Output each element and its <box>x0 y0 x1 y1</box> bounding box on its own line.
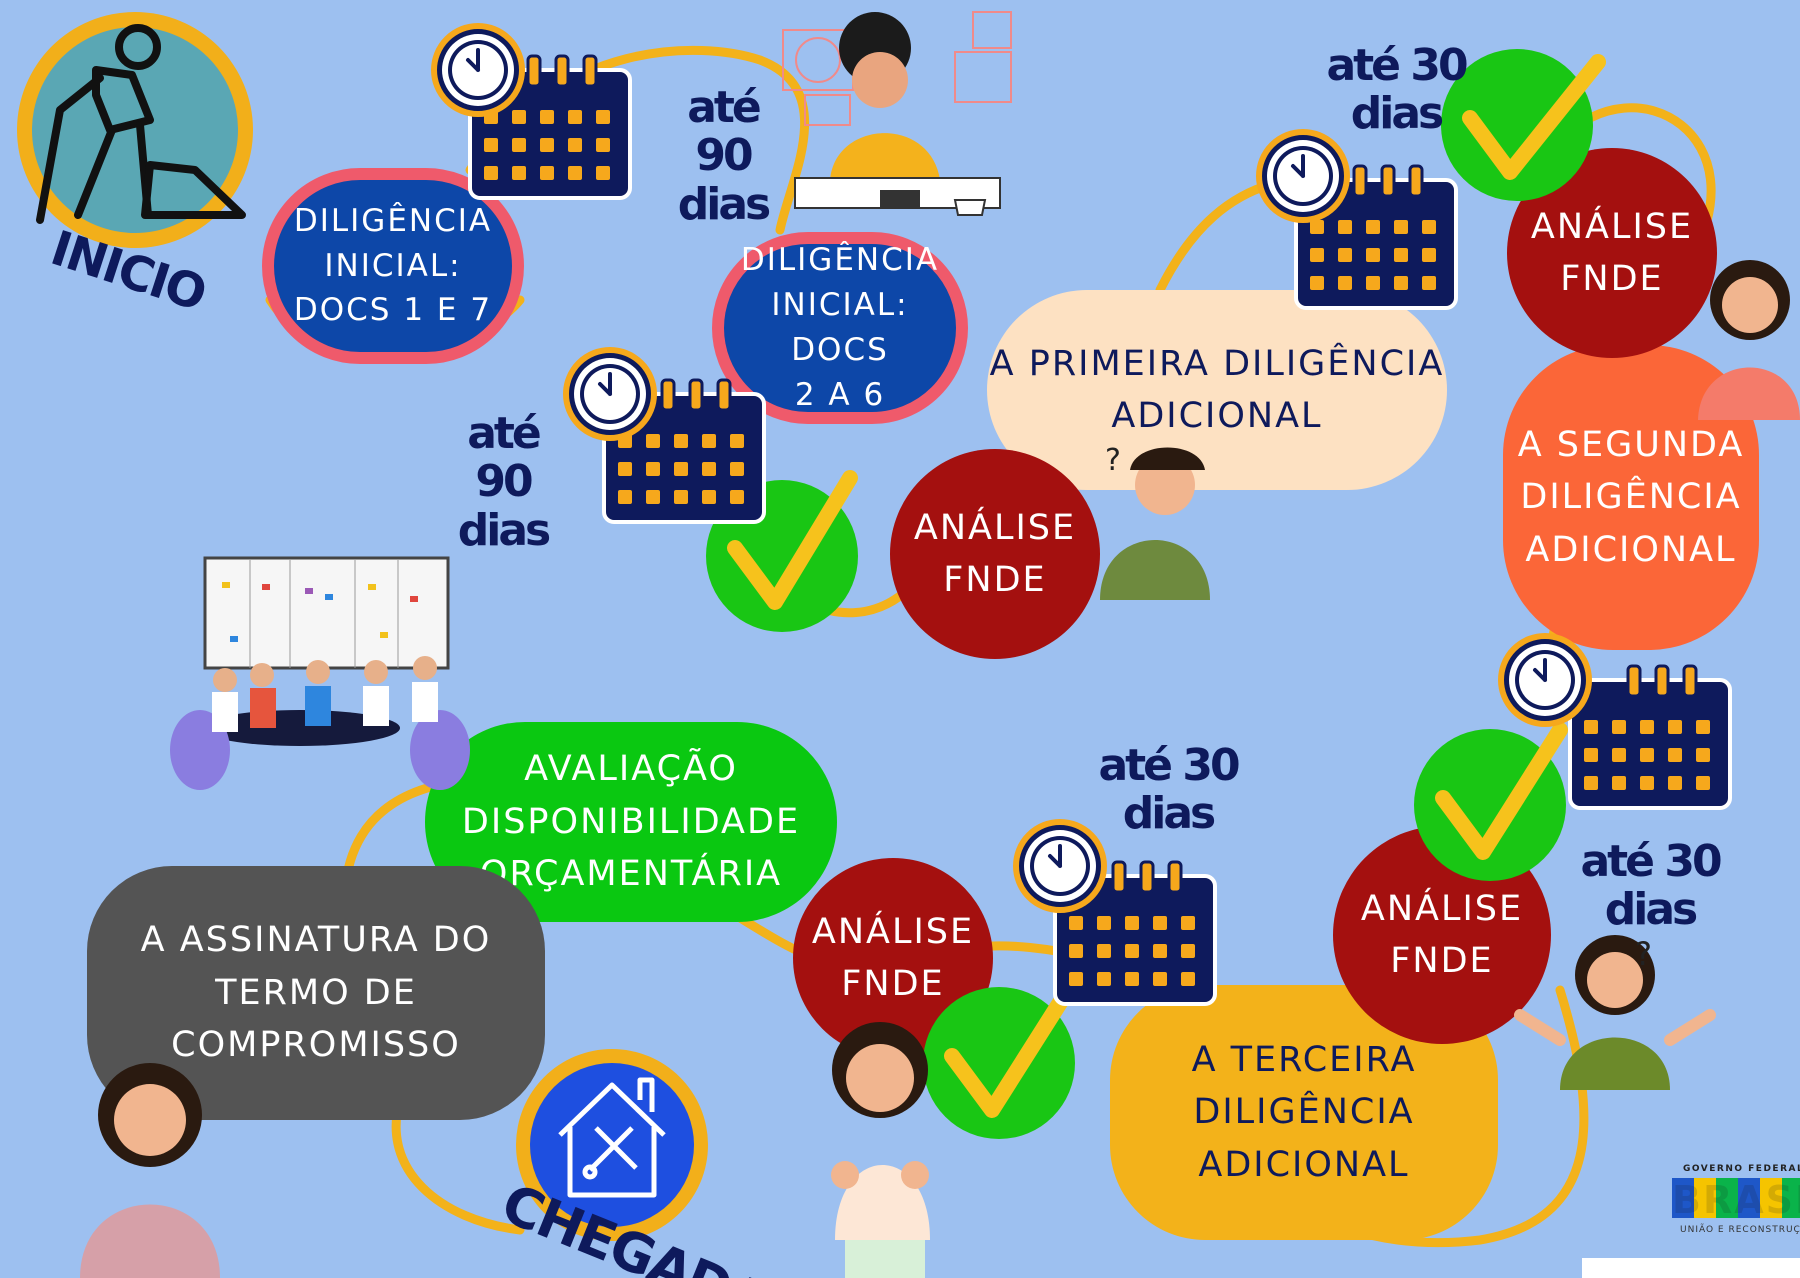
deadline-30-top: até 30 dias <box>1326 40 1468 140</box>
analysis-fnde-4-label: ANÁLISE FNDE <box>811 911 975 1005</box>
step-first-additional-label: A PRIMEIRA DILIGÊNCIA ADICIONAL <box>989 343 1445 437</box>
step-first-additional: A PRIMEIRA DILIGÊNCIA ADICIONAL <box>987 290 1447 490</box>
step-second-additional-label: A SEGUNDA DILIGÊNCIA ADICIONAL <box>1517 424 1745 570</box>
woman-working-illustration <box>782 11 1012 216</box>
shrugging-woman-illustration: ? <box>1514 935 1716 1090</box>
svg-text:?: ? <box>1105 443 1121 478</box>
step-third-additional-label: A TERCEIRA DILIGÊNCIA ADICIONAL <box>1191 1039 1417 1185</box>
house-tools-icon <box>558 1077 666 1198</box>
analysis-fnde-2-label: ANÁLISE FNDE <box>1530 206 1694 300</box>
deadline-90-mid: até 90 dias <box>457 408 551 556</box>
step-initial-docs-1-7-label: DILIGÊNCIA INICIAL: DOCS 1 E 7 <box>293 202 493 329</box>
checkmark-icon <box>1414 722 1568 881</box>
deadline-90-top: até 90 dias <box>677 82 771 230</box>
analysis-fnde-3-label: ANÁLISE FNDE <box>1360 888 1524 982</box>
worker-shovel-icon <box>36 24 246 224</box>
step-initial-docs-2-6-label: DILIGÊNCIA INICIAL: DOCS 2 A 6 <box>740 242 940 413</box>
deadline-30-right: até 30 dias <box>1580 836 1722 936</box>
thinking-woman-illustration <box>1698 260 1800 420</box>
step-signature-label: A ASSINATURA DO TERMO DE COMPROMISSO <box>140 920 492 1066</box>
grateful-woman-illustration <box>80 1063 220 1278</box>
step-second-additional: A SEGUNDA DILIGÊNCIA ADICIONAL <box>1503 345 1759 650</box>
step-budget-evaluation-label: AVALIAÇÃO DISPONIBILIDADE ORÇAMENTÁRIA <box>461 749 801 895</box>
checkmark-icon <box>1441 49 1606 201</box>
step-third-additional: A TERCEIRA DILIGÊNCIA ADICIONAL <box>1110 985 1498 1240</box>
checkmark-icon <box>923 982 1076 1139</box>
deadline-30-bottom: até 30 dias <box>1098 740 1240 840</box>
analysis-fnde-1-label: ANÁLISE FNDE <box>913 507 1077 601</box>
analysis-fnde-1: ANÁLISE FNDE <box>890 449 1100 659</box>
svg-text:?: ? <box>1635 935 1652 973</box>
thumbs-up-woman-illustration <box>831 1022 930 1278</box>
logo-bottom-text: UNIÃO E RECONSTRUÇÃO <box>1680 1224 1800 1235</box>
logo-top-text: GOVERNO FEDERAL <box>1683 1164 1800 1174</box>
step-initial-docs-2-6: DILIGÊNCIA INICIAL: DOCS 2 A 6 <box>712 232 968 424</box>
step-initial-docs-1-7: DILIGÊNCIA INICIAL: DOCS 1 E 7 <box>262 168 524 364</box>
thinking-man-illustration: ? <box>1100 443 1210 600</box>
team-meeting-illustration <box>170 556 470 790</box>
logo-word: BRASIL <box>1672 1178 1800 1222</box>
